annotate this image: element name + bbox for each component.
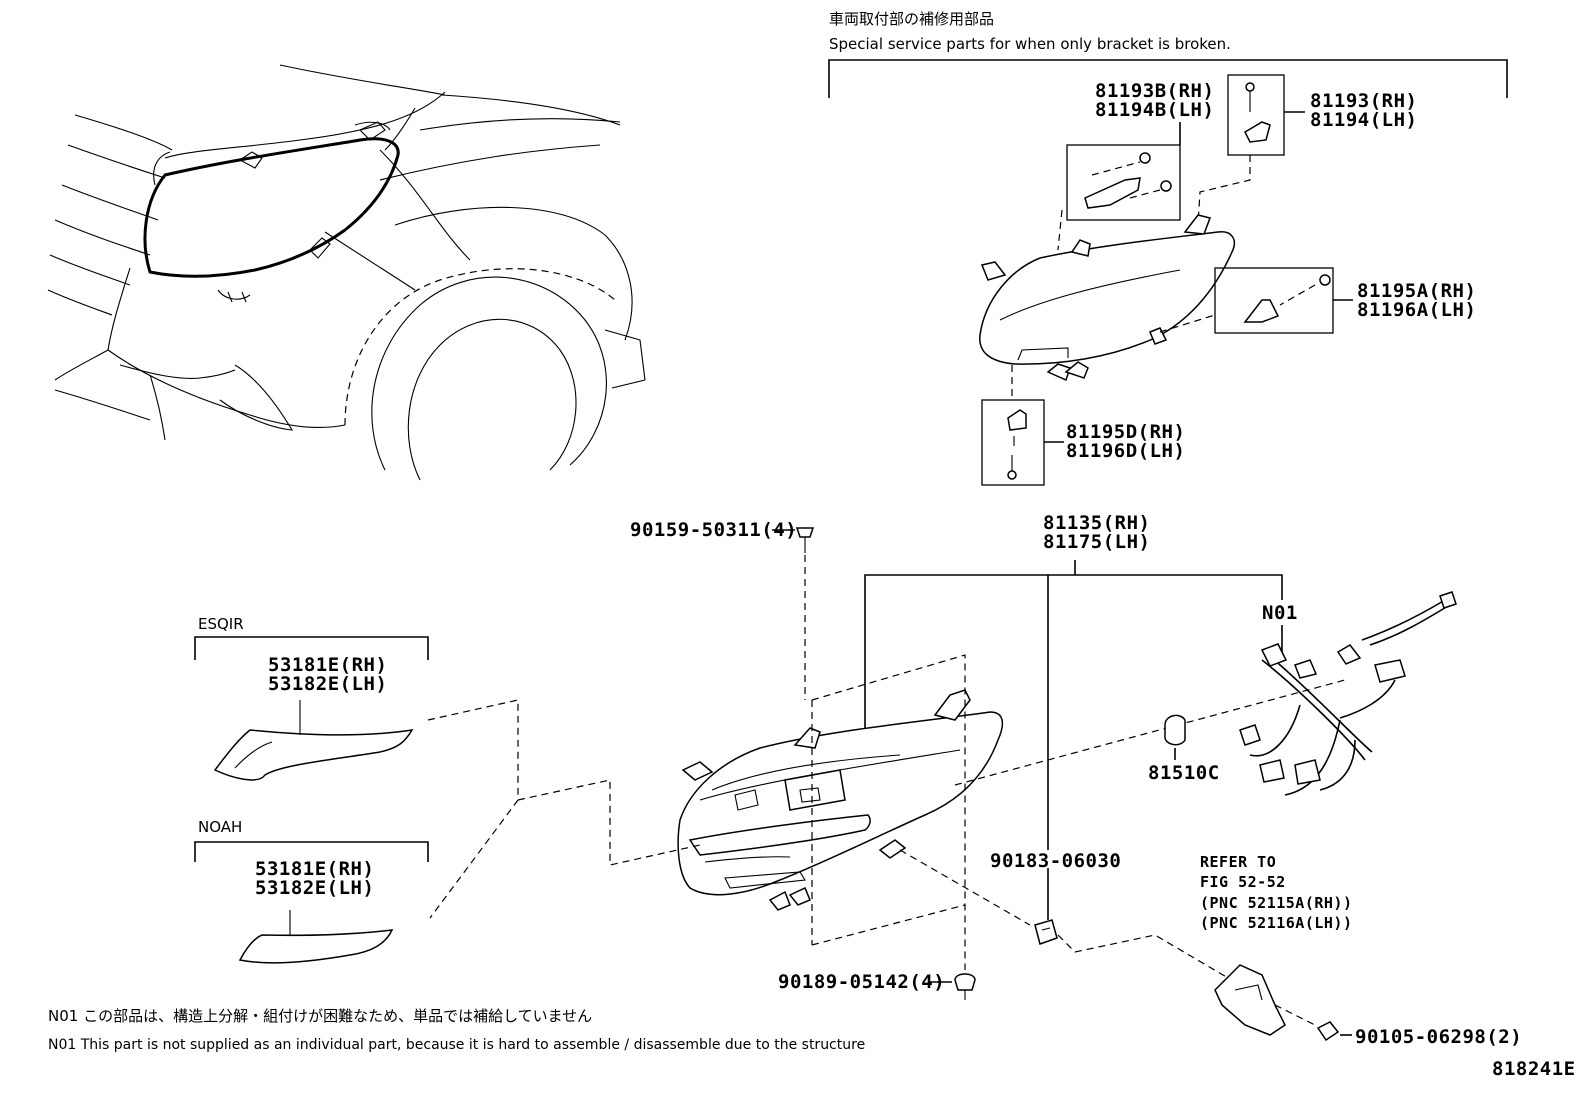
trim-parts <box>194 636 701 964</box>
car-front-illustration <box>47 64 646 481</box>
refer-line: (PNC 52116A(LH)) <box>1200 913 1353 932</box>
part-label-rh: 81195D(RH) <box>1066 421 1186 443</box>
part-number-81195a: 81195A(RH) 81196A(LH) <box>1357 282 1476 320</box>
part-label-lh: 81194(LH) <box>1310 109 1418 131</box>
part-number-81193: 81193(RH) 81194(LH) <box>1310 92 1417 130</box>
part-label-lh: 81194B(LH) <box>1095 99 1215 121</box>
note-en: N01 This part is not supplied as an indi… <box>48 1037 866 1053</box>
refer-line: REFER TO <box>1200 853 1277 871</box>
refer-to-note: REFER TO FIG 52-52 (PNC 52115A(RH)) (PNC… <box>1200 852 1353 933</box>
refer-line: (PNC 52115A(RH)) <box>1200 893 1353 912</box>
part-label-lh: 53182E(LH) <box>268 673 388 695</box>
part-number-n01: N01 <box>1262 602 1298 624</box>
part-label-lh: 81196D(LH) <box>1066 440 1186 462</box>
part-label-rh: 81193(RH) <box>1310 90 1418 112</box>
part-number-81510c: 81510C <box>1148 762 1220 784</box>
part-number-90105: 90105-06298(2) <box>1355 1026 1523 1048</box>
part-number-81135: 81135(RH) 81175(LH) <box>1043 514 1150 552</box>
part-label-lh: 53182E(LH) <box>255 877 375 899</box>
esqir-label: ESQIR <box>198 615 244 633</box>
leader-lines <box>772 111 1353 920</box>
header-jp-title: 車両取付部の補修用部品 <box>829 10 995 28</box>
part-number-53181e-esqir: 53181E(RH) 53182E(LH) <box>268 656 387 694</box>
bracket-repair-set <box>828 59 1508 486</box>
header-en-title: Special service parts for when only brac… <box>829 35 1231 53</box>
part-label-rh: 81193B(RH) <box>1095 80 1215 102</box>
part-number-90183: 90183-06030 <box>990 850 1122 872</box>
part-label-rh: 81135(RH) <box>1043 512 1151 534</box>
part-number-81195d: 81195D(RH) 81196D(LH) <box>1066 423 1185 461</box>
part-label-lh: 81196A(LH) <box>1357 299 1477 321</box>
part-number-90189: 90189-05142(4) <box>778 971 946 993</box>
note-jp: N01 この部品は、構造上分解・組付けが困難なため、単品では補給していません <box>48 1007 593 1025</box>
part-label-rh: 53181E(RH) <box>255 858 375 880</box>
part-label-rh: 81195A(RH) <box>1357 280 1477 302</box>
wiring-harness <box>1164 591 1457 796</box>
refer-line: FIG 52-52 <box>1200 873 1286 892</box>
screw-icons <box>795 527 1352 1042</box>
part-number-53181e-noah: 53181E(RH) 53182E(LH) <box>255 860 374 898</box>
part-label-rh: 53181E(RH) <box>268 654 388 676</box>
headlamp-assembly <box>677 555 1346 970</box>
figure-id: 818241E <box>1492 1058 1576 1080</box>
part-number-81193b: 81193B(RH) 81194B(LH) <box>1095 82 1214 120</box>
noah-label: NOAH <box>198 818 243 836</box>
part-number-90159: 90159-50311(4) <box>630 519 798 541</box>
part-label-lh: 81175(LH) <box>1043 531 1151 553</box>
